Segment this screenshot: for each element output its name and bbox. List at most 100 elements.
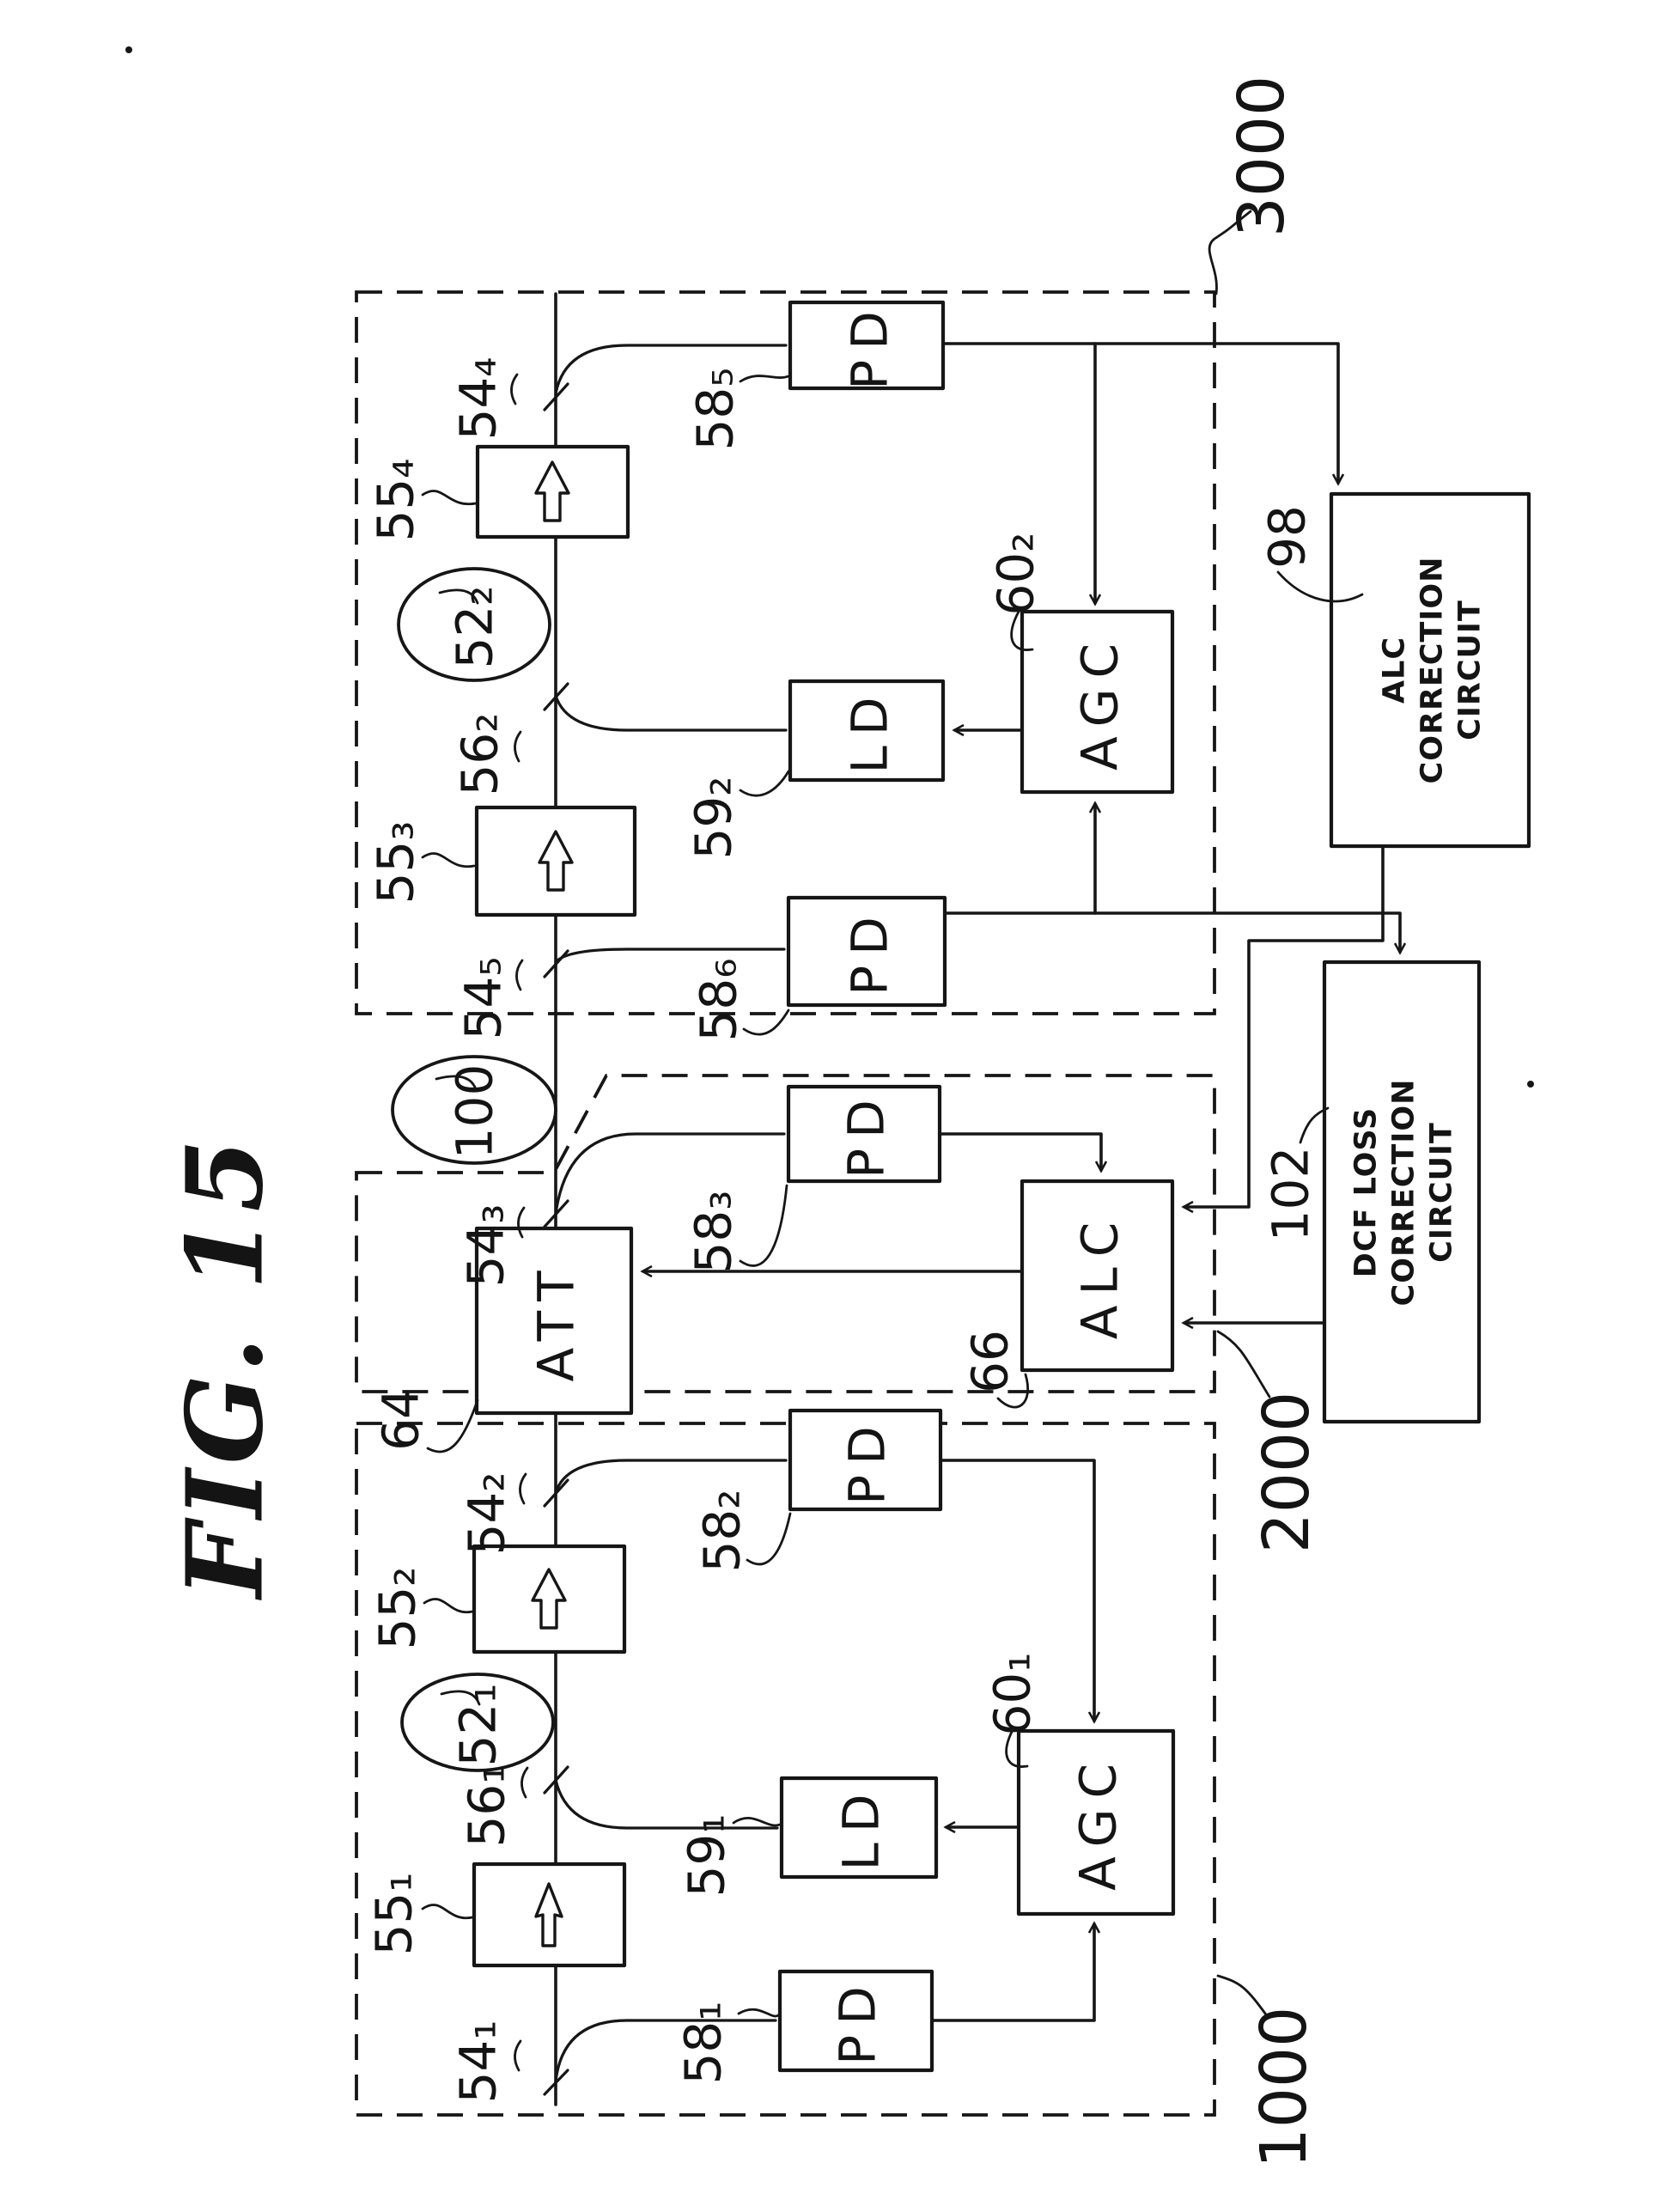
coil-52-1-leader bbox=[440, 1690, 481, 1706]
pd-box-58-5 bbox=[788, 300, 946, 391]
coil-100-leader bbox=[435, 1075, 478, 1091]
label-54-5: 54₅ bbox=[454, 956, 512, 1039]
line-alc-correction-to-alc bbox=[1184, 844, 1385, 1207]
isolator-arrows bbox=[531, 460, 574, 1947]
fiber-coil-52-1 bbox=[400, 1673, 555, 1772]
label-98: 98 bbox=[1257, 505, 1316, 569]
isolator-arrow-icon bbox=[531, 1568, 567, 1630]
att-label: ATT bbox=[527, 1260, 585, 1381]
leader-98 bbox=[1276, 570, 1364, 603]
leader-59-1 bbox=[732, 1817, 782, 1827]
label-58-5: 58₅ bbox=[685, 367, 744, 450]
leader-55-2 bbox=[423, 1598, 474, 1614]
label-52-1: 52₁ bbox=[448, 1683, 507, 1766]
label-2000: 2000 bbox=[1250, 1392, 1324, 1553]
label-56-1: 56₁ bbox=[457, 1764, 515, 1847]
label-100: 100 bbox=[445, 1064, 503, 1160]
pd-box-58-2 bbox=[788, 1408, 943, 1512]
section-3000-boundary bbox=[355, 290, 1216, 1015]
label-54-1: 54₁ bbox=[448, 2020, 507, 2103]
label-59-1: 59₁ bbox=[677, 1813, 735, 1897]
line-pd582-to-agc1-top bbox=[939, 1459, 1094, 1721]
leader-58-6 bbox=[742, 1009, 790, 1036]
tap-54-5 bbox=[543, 948, 786, 978]
tap-56-1 bbox=[543, 1765, 779, 1830]
leader-55-4 bbox=[421, 490, 478, 506]
leader-59-2 bbox=[739, 770, 790, 797]
leader-54-5 bbox=[515, 959, 524, 991]
leader-56-2 bbox=[514, 730, 522, 763]
pd-label: PD bbox=[837, 1416, 896, 1505]
leader-56-1 bbox=[520, 1766, 529, 1799]
label-55-1: 55₁ bbox=[364, 1872, 423, 1955]
leader-55-1 bbox=[421, 1904, 474, 1920]
line-pd585-to-alc-correction bbox=[941, 342, 1338, 483]
label-1000: 1000 bbox=[1247, 2007, 1321, 2168]
isolator-arrow-icon bbox=[534, 460, 570, 522]
label-54-4: 54₄ bbox=[448, 356, 507, 440]
leader-lines bbox=[421, 210, 1364, 2072]
pd-label: PD bbox=[840, 301, 898, 390]
connection-lines bbox=[643, 342, 1400, 2022]
agc-label: AGC bbox=[1068, 1753, 1127, 1891]
leader-54-2 bbox=[519, 1472, 527, 1505]
alc-correction-box-98 bbox=[1329, 491, 1531, 849]
ld-label: LD bbox=[831, 1784, 890, 1871]
agc-label: AGC bbox=[1070, 633, 1129, 771]
isolator-arrow-icon bbox=[538, 830, 574, 892]
pd-box-58-1 bbox=[777, 1969, 934, 2073]
print-speck bbox=[125, 46, 132, 53]
label-58-3: 58₃ bbox=[684, 1190, 742, 1273]
label-60-2: 60₂ bbox=[986, 532, 1044, 615]
alc-correction-line3: CIRCUIT bbox=[1452, 600, 1487, 740]
alc-box-66 bbox=[1020, 1179, 1175, 1373]
dcf-correction-box-102 bbox=[1322, 960, 1482, 1424]
alc-correction-line1: ALC bbox=[1377, 637, 1411, 704]
alc-label: ALC bbox=[1070, 1212, 1129, 1340]
fiber-coil-100 bbox=[391, 1055, 557, 1165]
dcf-correction-line2: CORRECTION bbox=[1386, 1079, 1421, 1307]
leader-54-3 bbox=[517, 1206, 526, 1239]
ld-box-59-2 bbox=[788, 679, 946, 783]
label-55-4: 55₄ bbox=[366, 458, 424, 541]
label-55-3: 55₃ bbox=[366, 820, 424, 904]
pd-label: PD bbox=[828, 1976, 886, 2065]
print-speck bbox=[1527, 1081, 1534, 1088]
leader-2000 bbox=[1216, 1330, 1271, 1398]
label-64: 64 bbox=[371, 1387, 429, 1451]
label-59-2: 59₂ bbox=[684, 776, 742, 859]
leader-58-3 bbox=[739, 1184, 788, 1267]
label-54-3: 54₃ bbox=[456, 1203, 514, 1287]
label-102: 102 bbox=[1261, 1147, 1319, 1242]
leader-54-1 bbox=[514, 2039, 522, 2072]
tap-54-1 bbox=[543, 2019, 777, 2096]
agc-box-60-2 bbox=[1020, 609, 1175, 795]
isolator-arrow-icon bbox=[534, 1882, 563, 1947]
label-56-2: 56₂ bbox=[450, 712, 508, 795]
label-3000: 3000 bbox=[1225, 76, 1299, 237]
figure-title: FIG. 15 bbox=[163, 1134, 287, 1600]
pd-label: PD bbox=[837, 1089, 895, 1179]
leader-3000 bbox=[1208, 210, 1252, 296]
label-60-1: 60₁ bbox=[983, 1652, 1041, 1735]
label-52-2: 52₂ bbox=[445, 585, 503, 668]
line-pd583-to-alc-top bbox=[938, 1132, 1101, 1170]
tap-56-2 bbox=[543, 682, 788, 732]
leader-66 bbox=[996, 1373, 1030, 1409]
leader-102 bbox=[1299, 1106, 1330, 1144]
dcf-correction-line1: DCF LOSS bbox=[1348, 1107, 1383, 1277]
leader-54-4 bbox=[510, 373, 519, 405]
pd-box-58-3 bbox=[786, 1084, 942, 1184]
label-58-2: 58₂ bbox=[692, 1489, 751, 1572]
leader-58-5 bbox=[739, 375, 790, 383]
reference-numerals: 54₄ 58₅ 55₄ 52₂ 56₂ 59₂ 55₃ 54₅ 58₆ 60₂ … bbox=[364, 76, 1324, 2168]
leader-1000 bbox=[1216, 1974, 1269, 2019]
tap-54-3 bbox=[543, 1132, 786, 1228]
label-58-1: 58₁ bbox=[673, 2001, 732, 2084]
att-box-64 bbox=[474, 1226, 634, 1416]
leader-58-2 bbox=[746, 1512, 792, 1566]
coil-52-2-leader bbox=[438, 588, 479, 605]
line-pd586-to-dcf-correction bbox=[943, 911, 1400, 952]
